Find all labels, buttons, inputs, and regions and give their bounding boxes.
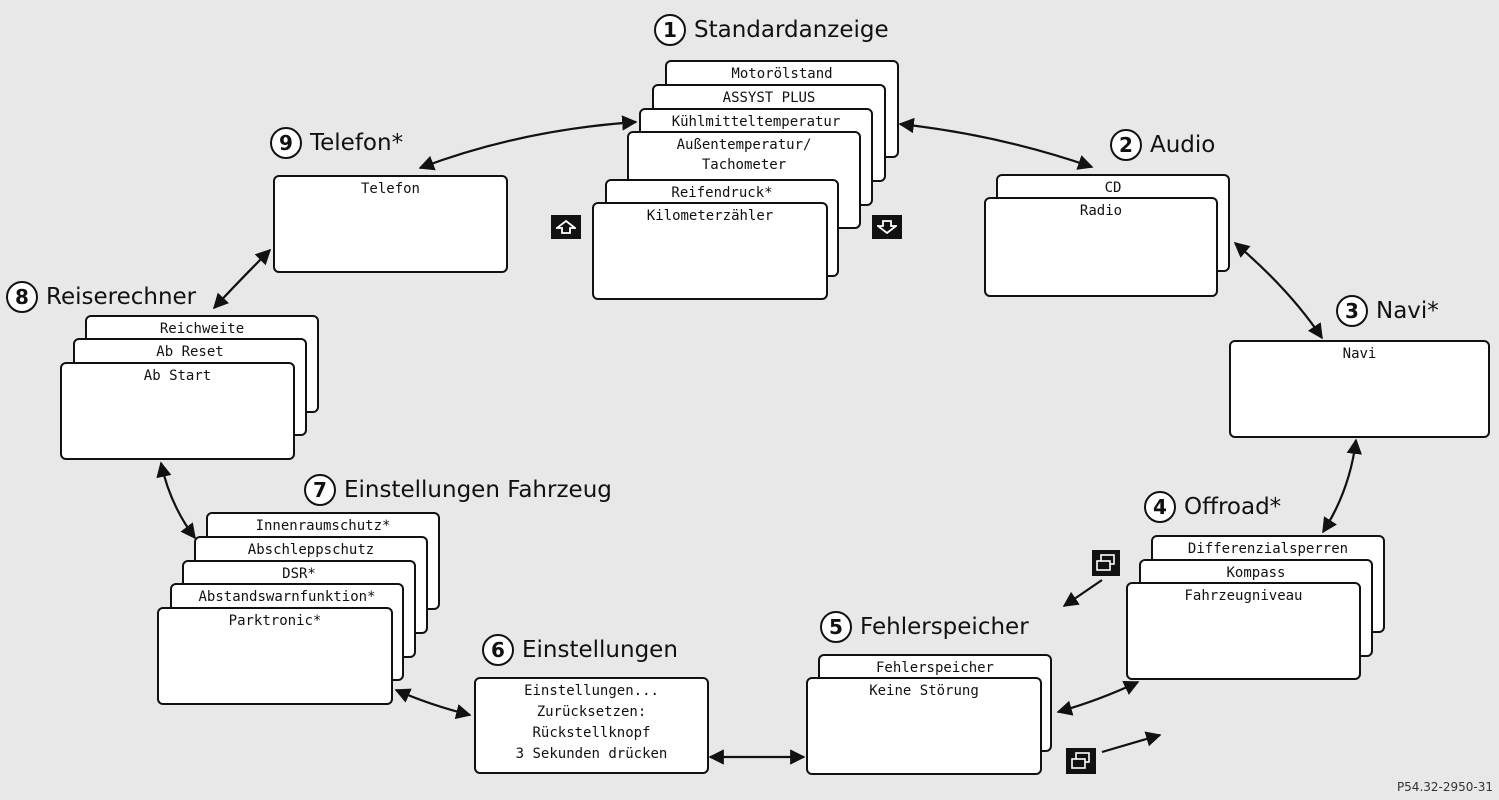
arrow-forward-indicator [1101,731,1162,754]
section-title-telefon: Telefon* [310,130,404,156]
section-number-5: 5 [820,611,852,643]
card-label-fahrzeugniveau: Fahrzeugniveau [1184,588,1303,604]
section-title-reiserechner: Reiserechner [46,284,197,310]
card-keine-stoerung: Keine Störung [806,677,1042,775]
card-parktronic: Parktronic* [157,607,393,705]
card-label-aussentemperatur-2: Tachometer [701,157,787,173]
card-label-einstellungen-4: 3 Sekunden drücken [515,746,668,762]
card-label-motoroelstand: Motorölstand [731,66,833,82]
arrow-up-icon [551,215,581,239]
card-label-einstellungen-3: Rückstellknopf [532,725,651,741]
section-title-navi: Navi* [1376,298,1439,324]
card-label-telefon: Telefon [360,181,420,197]
section-title-offroad: Offroad* [1184,494,1282,520]
card-label-parktronic: Parktronic* [228,613,322,629]
figure-reference: P54.32-2950-31 [1396,780,1493,794]
section-title-standardanzeige: Standardanzeige [694,17,889,43]
card-label-ab-reset: Ab Reset [156,344,224,360]
card-label-abstandswarnfunktion: Abstandswarnfunktion* [198,589,376,605]
card-label-kuehlmitteltemperatur: Kühlmitteltemperatur [671,114,841,130]
arrow-fahrzeug-einst [394,688,472,720]
card-label-assyst-plus: ASSYST PLUS [722,90,816,106]
section-number-9: 9 [270,127,302,159]
card-fahrzeugniveau: Fahrzeugniveau [1126,582,1361,680]
card-label-innenraumschutz: Innenraumschutz* [255,518,391,534]
card-label-ab-start: Ab Start [143,368,212,384]
card-label-kilometerzaehler: Kilometerzähler [646,208,774,224]
card-navi: Navi [1229,340,1490,438]
arrow-back-indicator [1062,579,1103,607]
card-label-abschleppschutz: Abschleppschutz [247,542,375,558]
section-number-1: 1 [654,14,686,46]
card-telefon: Telefon [273,175,508,273]
arrow-fehler-offroad [1056,680,1140,716]
heading-offroad: 4 Offroad* [1144,491,1281,523]
section-number-2: 2 [1110,129,1142,161]
card-label-radio: Radio [1079,203,1123,219]
section-title-fehlerspeicher: Fehlerspeicher [860,614,1029,640]
card-label-dsr: DSR* [282,566,316,582]
heading-telefon: 9 Telefon* [270,127,403,159]
section-title-einstellungen: Einstellungen [522,637,678,663]
heading-fehlerspeicher: 5 Fehlerspeicher [820,611,1029,643]
card-label-reichweite: Reichweite [159,321,245,337]
card-label-keine-stoerung: Keine Störung [869,683,979,699]
screen-forward-icon [1066,748,1096,774]
card-label-einstellungen-1: Einstellungen... [524,683,659,699]
arrow-reise-fahrzeug [156,461,196,540]
heading-navi: 3 Navi* [1336,295,1439,327]
card-label-kompass: Kompass [1226,565,1286,581]
section-number-3: 3 [1336,295,1368,327]
card-label-fehlerspeicher: Fehlerspeicher [875,660,994,676]
card-label-reifendruck: Reifendruck* [671,185,773,201]
arrow-down-icon [872,215,902,239]
section-title-einstellungen-fahrzeug: Einstellungen Fahrzeug [344,477,612,503]
card-einstellungen: Einstellungen... Zurücksetzen: Rückstell… [474,677,709,774]
arrow-telefon-reise [212,248,272,310]
section-number-7: 7 [304,474,336,506]
arrow-telefon-standard [418,115,638,171]
card-label-cd: CD [1104,180,1122,196]
arrow-navi-offroad [1322,438,1362,534]
card-ab-start: Ab Start [60,362,295,460]
section-number-4: 4 [1144,491,1176,523]
heading-standardanzeige: 1 Standardanzeige [654,14,889,46]
heading-reiserechner: 8 Reiserechner [6,281,196,313]
screen-back-icon [1092,550,1120,576]
heading-einstellungen: 6 Einstellungen [482,634,678,666]
card-radio: Radio [984,197,1218,297]
heading-einstellungen-fahrzeug: 7 Einstellungen Fahrzeug [304,474,612,506]
card-label-aussentemperatur-1: Außentemperatur/ [676,137,812,153]
card-kilometerzaehler: Kilometerzähler [592,202,828,300]
arrow-audio-navi [1233,241,1323,340]
section-title-audio: Audio [1150,132,1216,158]
arrow-standard-audio [898,117,1094,170]
section-number-6: 6 [482,634,514,666]
section-number-8: 8 [6,281,38,313]
card-label-einstellungen-2: Zurücksetzen: [536,704,647,720]
card-label-differenzialsperren: Differenzialsperren [1187,541,1349,557]
card-label-navi: Navi [1342,346,1377,362]
heading-audio: 2 Audio [1110,129,1215,161]
